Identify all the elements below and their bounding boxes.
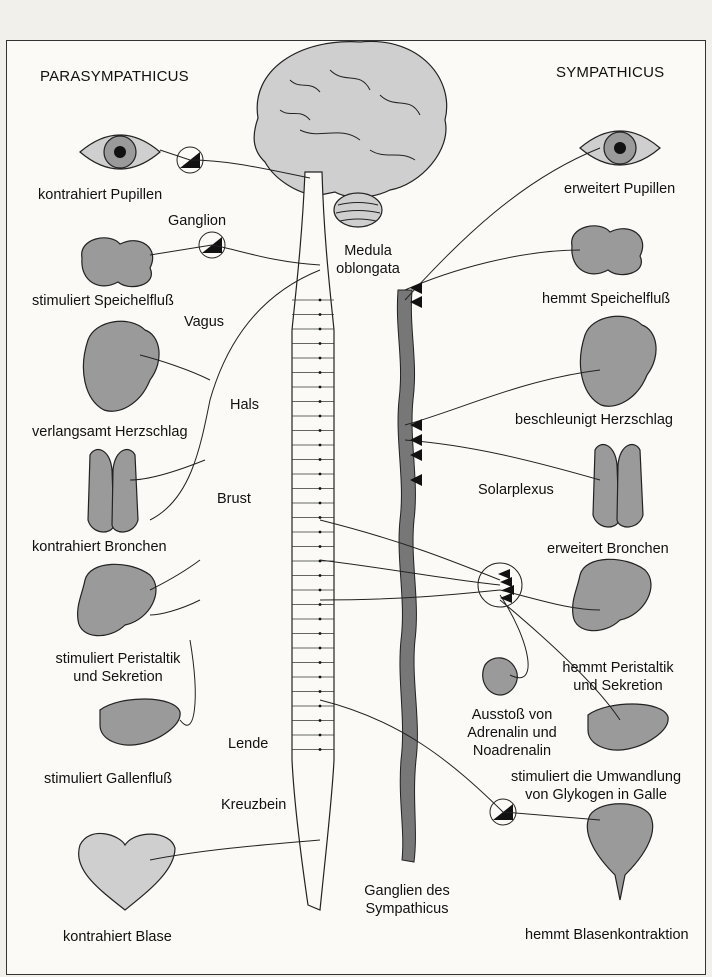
nerve-fiber [405,148,600,300]
nerve-fiber [150,600,200,615]
spinal-nerve-dot [319,444,322,447]
spinal-nerve-dot [319,386,322,389]
spinal-nerve-dot [319,719,322,722]
right-bladder [587,804,652,900]
left-label-saliva: stimuliert Speichelfluß [32,292,174,310]
label-ganglien: Ganglien des Sympathicus [347,882,467,918]
spinal-nerve-dot [319,313,322,316]
nerve-fiber [405,250,580,290]
label-kreuzbein: Kreuzbein [221,796,286,814]
spinal-nerve-dot [319,371,322,374]
spinal-nerve-dot [319,734,322,737]
label-adrenalin: Ausstoß von Adrenalin und Noadrenalin [447,706,577,760]
plexus-arrowhead [498,569,510,579]
spinal-nerve-dot [319,632,322,635]
nerve-fiber [130,460,205,480]
right-eye [580,131,660,165]
nerve-fiber [405,440,600,480]
spinal-nerve-dot [319,748,322,751]
left-label-bladder: kontrahiert Blase [63,928,172,946]
right-label-peristalsis: hemmt Peristaltik und Sekretion [533,659,703,695]
left-label-bronchi: kontrahiert Bronchen [32,538,167,556]
nerve-fiber [150,245,320,265]
left-stomach [78,564,156,635]
spinal-nerve-dot [319,647,322,650]
right-label-saliva: hemmt Speichelfluß [542,290,670,308]
left-salivary-gland [82,238,153,287]
right-stomach [573,559,651,630]
right-salivary-gland [572,226,643,275]
spinal-nerve-dot [319,705,322,708]
right-heart [580,316,656,406]
spinal-nerve-dot [319,661,322,664]
spinal-nerve-dot [319,618,322,621]
label-lende: Lende [228,735,268,753]
left-bladder [79,833,175,910]
plexus-arrowhead [500,577,512,587]
left-lungs [88,450,138,532]
spinal-nerve-dot [319,516,322,519]
spinal-nerve-dot [319,574,322,577]
label-medulla: Medula oblongata [323,242,413,278]
label-ganglion: Ganglion [168,212,226,230]
left-eye [80,135,160,169]
spinal-cord [292,172,334,910]
right-label-heart: beschleunigt Herzschlag [515,411,673,429]
spinal-nerve-dot [319,690,322,693]
spinal-nerve-dot [319,458,322,461]
right-label-glycogen: stimuliert die Umwandlung von Glykogen i… [496,768,696,804]
right-label-bladder: hemmt Blasenkontraktion [525,926,689,944]
spinal-nerve-dot [319,545,322,548]
spinal-nerve-dot [319,487,322,490]
left-label-gall: stimuliert Gallenfluß [44,770,172,788]
right-label-pupils: erweitert Pupillen [564,180,675,198]
label-hals: Hals [230,396,259,414]
spinal-nerve-dot [319,328,322,331]
label-vagus: Vagus [184,313,224,331]
left-liver [100,699,180,745]
spinal-nerve-dot [319,342,322,345]
spinal-nerve-dot [319,473,322,476]
sympathicus-header: SYMPATHICUS [556,64,664,82]
right-label-bronchi: erweitert Bronchen [547,540,669,558]
left-label-peristalsis: stimuliert Peristaltik und Sekretion [33,650,203,686]
label-solarplexus: Solarplexus [478,481,554,499]
left-label-pupils: kontrahiert Pupillen [38,186,162,204]
spinal-nerve-dot [319,502,322,505]
spinal-nerve-dot [319,357,322,360]
parasympathicus-header: PARASYMPATHICUS [40,68,189,86]
spinal-nerve-dot [319,531,322,534]
spinal-nerve-dot [319,676,322,679]
plexus-arrowhead [502,585,514,595]
spinal-nerve-dot [319,415,322,418]
label-brust: Brust [217,490,251,508]
spinal-nerve-dot [319,299,322,302]
left-label-heart: verlangsamt Herzschlag [32,423,188,441]
right-liver [588,704,668,750]
spinal-nerve-dot [319,400,322,403]
left-heart [83,321,159,411]
right-lungs [593,445,643,527]
spinal-nerve-dot [319,429,322,432]
nerve-fiber [150,560,200,590]
brain-illustration [254,41,447,227]
spinal-nerve-dot [319,589,322,592]
sympathetic-ganglion-chain [397,290,417,862]
spinal-nerve-dot [319,603,322,606]
